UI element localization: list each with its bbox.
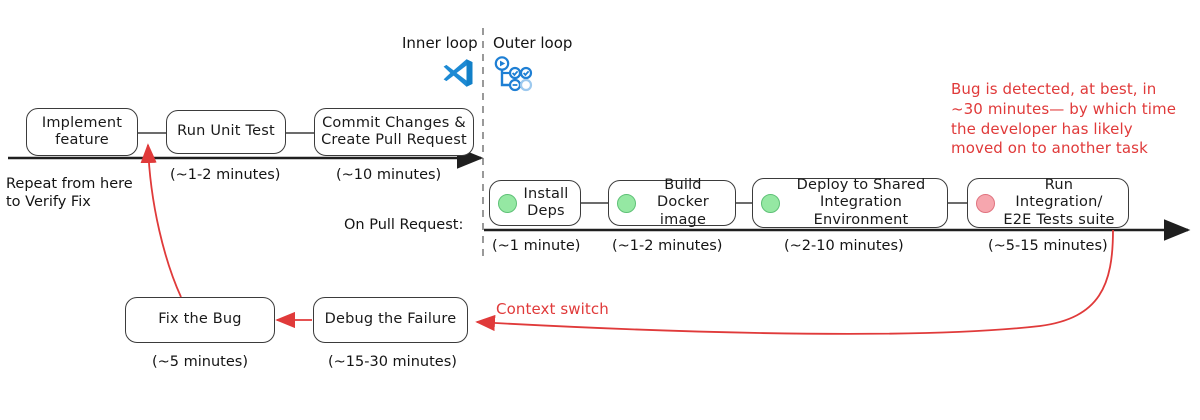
outer-loop-title: Outer loop <box>493 34 573 52</box>
duration-run-unit-test: (~1-2 minutes) <box>170 167 281 183</box>
node-implement-feature[interactable]: Implement feature <box>26 108 138 156</box>
vscode-icon <box>441 56 475 90</box>
node-label: Debug the Failure <box>324 311 457 328</box>
node-label: Fix the Bug <box>158 311 242 328</box>
duration-run-integration-e2e-tests: (~5-15 minutes) <box>988 238 1108 254</box>
node-commit-create-pr[interactable]: Commit Changes & Create Pull Request <box>314 108 474 156</box>
context-switch-label: Context switch <box>496 300 609 318</box>
node-label: Run Unit Test <box>177 123 275 140</box>
repeat-note: Repeat from here to Verify Fix <box>6 176 133 210</box>
node-label: Build Docker image <box>657 177 709 228</box>
duration-fix-the-bug: (~5 minutes) <box>152 354 248 370</box>
status-dot-pass <box>498 193 517 213</box>
duration-build-docker-image: (~1-2 minutes) <box>612 238 723 254</box>
node-run-unit-test[interactable]: Run Unit Test <box>166 110 286 154</box>
node-label: Commit Changes & Create Pull Request <box>321 114 467 148</box>
on-pull-request-label: On Pull Request: <box>344 217 464 233</box>
node-build-docker-image[interactable]: Build Docker image <box>608 177 736 228</box>
node-install-deps[interactable]: Install Deps <box>489 180 581 226</box>
node-label: Deploy to Shared Integration Environment <box>796 177 926 228</box>
node-fix-the-bug[interactable]: Fix the Bug <box>125 297 275 343</box>
status-dot-pass <box>617 193 636 213</box>
status-dot-fail <box>976 193 995 213</box>
node-label: Run Integration/ E2E Tests suite <box>1003 177 1115 228</box>
node-label: Implement feature <box>41 114 123 148</box>
status-dot-pass <box>761 193 780 213</box>
duration-install-deps: (~1 minute) <box>492 238 581 254</box>
node-run-integration-e2e-tests[interactable]: Run Integration/ E2E Tests suite <box>967 177 1129 228</box>
duration-debug-the-failure: (~15-30 minutes) <box>328 354 457 370</box>
duration-commit-create-pr: (~10 minutes) <box>336 167 442 183</box>
node-label: Install Deps <box>523 185 569 219</box>
duration-deploy-shared-integration-env: (~2-10 minutes) <box>784 238 904 254</box>
node-debug-the-failure[interactable]: Debug the Failure <box>313 297 468 343</box>
bug-detection-note: Bug is detected, at best, in ~30 minutes… <box>951 80 1177 158</box>
node-deploy-shared-integration-env[interactable]: Deploy to Shared Integration Environment <box>752 177 948 228</box>
inner-loop-title: Inner loop <box>402 34 478 52</box>
azure-pipelines-icon <box>493 55 533 95</box>
